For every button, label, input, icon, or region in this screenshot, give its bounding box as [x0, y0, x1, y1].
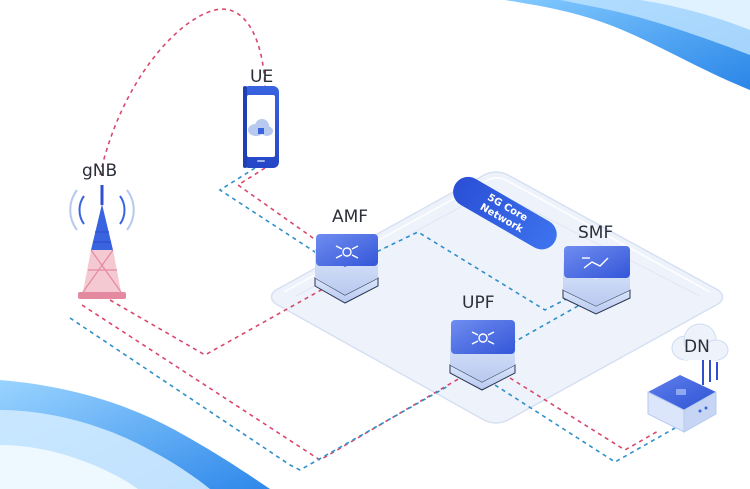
amf-node: AMF [314, 207, 379, 304]
upf-icon [471, 331, 495, 345]
link-gnb-upf-blue [69, 317, 451, 471]
link-gnb-upf-red [81, 304, 461, 461]
wave-bottom-left [0, 380, 270, 489]
amf-label: AMF [332, 207, 368, 227]
dn-node: DN [647, 323, 729, 433]
smf-icon [582, 257, 609, 269]
dn-label: DN [684, 337, 710, 357]
gnb-label: gNB [82, 161, 117, 181]
link-upf-dn-red [509, 377, 661, 451]
wave-top-right [505, 0, 750, 90]
link-amf-smf [369, 231, 581, 311]
upf-node: UPF [449, 293, 516, 391]
link-ue-gnb [99, 8, 266, 176]
link-ue-amf-blue [218, 167, 319, 255]
gnb-node: gNB [69, 161, 135, 299]
upf-label: UPF [462, 293, 494, 313]
dn-cloud-icon [671, 323, 729, 361]
smf-label: SMF [578, 223, 613, 243]
signal-wave-icon [69, 189, 135, 231]
ue-label: UE [250, 67, 273, 87]
link-ue-amf-red [236, 167, 331, 251]
amf-icon [335, 245, 359, 259]
antenna-icon [702, 360, 718, 385]
smf-node: SMF [562, 223, 631, 315]
ue-node: UE [243, 67, 279, 168]
cloud-icon [248, 119, 273, 136]
core-platform [270, 171, 724, 424]
